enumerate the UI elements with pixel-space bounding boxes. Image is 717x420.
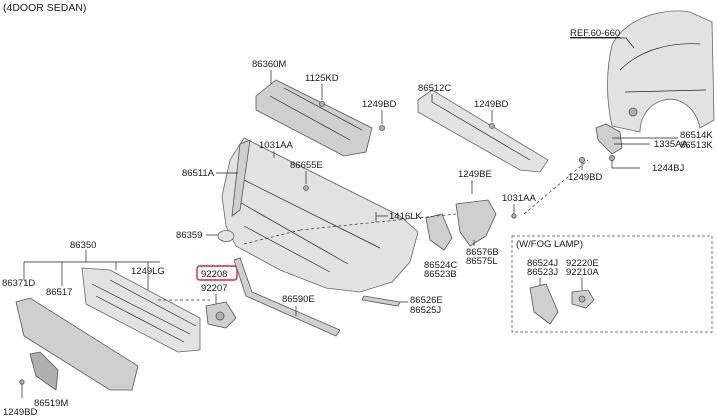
part-label-1416lk[interactable]: 1416LK: [389, 211, 422, 222]
part-label-1031aa-a[interactable]: 1031AA: [259, 140, 293, 151]
dash-assembly-c: [523, 159, 589, 215]
part-label-1249be[interactable]: 1249BE: [458, 169, 492, 180]
fog-lamp-inset: [511, 235, 713, 333]
part-label-86359[interactable]: 86359: [176, 230, 202, 241]
bumper-cover-illustration: [221, 137, 419, 293]
inset-fog-cover-illustration: [529, 283, 559, 325]
part-label-92210a[interactable]: 92210A: [566, 267, 599, 278]
fog-cover-illustration: [425, 213, 453, 251]
part-label-1335aa[interactable]: 1335AA: [654, 139, 688, 150]
part-label-86519m[interactable]: 86519M: [34, 398, 68, 409]
part-label-86524j[interactable]: 86524J: [527, 258, 558, 269]
leader-1416lk: [375, 212, 388, 222]
ref-leader: [570, 37, 635, 49]
part-label-1249bd-b[interactable]: 1249BD: [474, 99, 508, 110]
inset-title: (W/FOG LAMP): [516, 239, 583, 250]
part-label-86371d[interactable]: 86371D: [2, 278, 35, 289]
part-label-86590e[interactable]: 86590E: [282, 294, 315, 305]
dash-assembly-b: [243, 229, 301, 245]
part-label-86511a[interactable]: 86511A: [182, 168, 215, 179]
inset-fog-lamp-illustration: [571, 289, 595, 309]
fender-illustration: [607, 10, 715, 133]
part-label-86513k[interactable]: 86513K: [680, 140, 713, 151]
part-label-86514k[interactable]: 86514K: [680, 130, 713, 141]
clip-86655e: [303, 185, 309, 191]
leader-1244bj: [611, 160, 640, 169]
part-label-86512c[interactable]: 86512C: [418, 83, 451, 94]
lower-molding-illustration: [233, 257, 341, 337]
part-label-1249bd-a[interactable]: 1249BD: [362, 99, 396, 110]
highlight-92208[interactable]: [196, 265, 238, 281]
part-label-1249bd-d[interactable]: 1249BD: [3, 407, 37, 418]
emblem-86359: [217, 230, 235, 242]
fender-bracket-illustration: [579, 123, 623, 163]
part-label-86525j[interactable]: 86525J: [410, 305, 441, 316]
part-label-1249bd-c[interactable]: 1249BD: [568, 172, 602, 183]
side-bracket-illustration: [455, 199, 497, 247]
part-label-92220e[interactable]: 92220E: [566, 258, 599, 269]
part-label-86523b[interactable]: 86523B: [424, 269, 457, 280]
side-trim-illustration: [361, 295, 401, 307]
upper-stay-illustration: [255, 79, 373, 157]
screw-1031aa-b: [511, 213, 517, 219]
bolt-1249bd-b: [489, 123, 495, 129]
bolt-1249bd-a: [379, 125, 385, 131]
bolt-1125kd: [319, 101, 325, 107]
part-label-1031aa-b[interactable]: 1031AA: [502, 193, 536, 204]
part-label-86575l[interactable]: 86575L: [466, 256, 498, 267]
part-label-86360m[interactable]: 86360M: [252, 59, 286, 70]
part-label-86655e[interactable]: 86655E: [290, 160, 323, 171]
part-label-86350[interactable]: 86350: [70, 240, 96, 251]
part-label-86524c[interactable]: 86524C: [424, 260, 457, 271]
grille-illustration: [15, 267, 201, 391]
dash-assembly-a: [299, 213, 457, 231]
part-label-1244bj[interactable]: 1244BJ: [652, 163, 684, 174]
ref-label[interactable]: REF.60-660: [570, 28, 620, 39]
bolt-1249bd-d: [19, 379, 25, 385]
lower-cover-illustration: [29, 351, 59, 391]
part-label-92207[interactable]: 92207: [201, 283, 227, 294]
part-label-1125kd[interactable]: 1125KD: [305, 73, 339, 84]
part-label-86526e[interactable]: 86526E: [410, 295, 443, 306]
upper-cover-illustration: [417, 89, 549, 173]
leader-86350: [24, 250, 160, 263]
fog-lamp-illustration-92207: [205, 301, 237, 329]
part-label-86517[interactable]: 86517: [46, 287, 72, 298]
diagram-title: (4DOOR SEDAN): [3, 2, 86, 14]
part-label-92208[interactable]: 92208: [201, 269, 227, 280]
part-label-86523j[interactable]: 86523J: [527, 267, 558, 278]
part-label-86576b[interactable]: 86576B: [466, 247, 499, 258]
part-label-1249lg[interactable]: 1249LG: [131, 266, 165, 277]
